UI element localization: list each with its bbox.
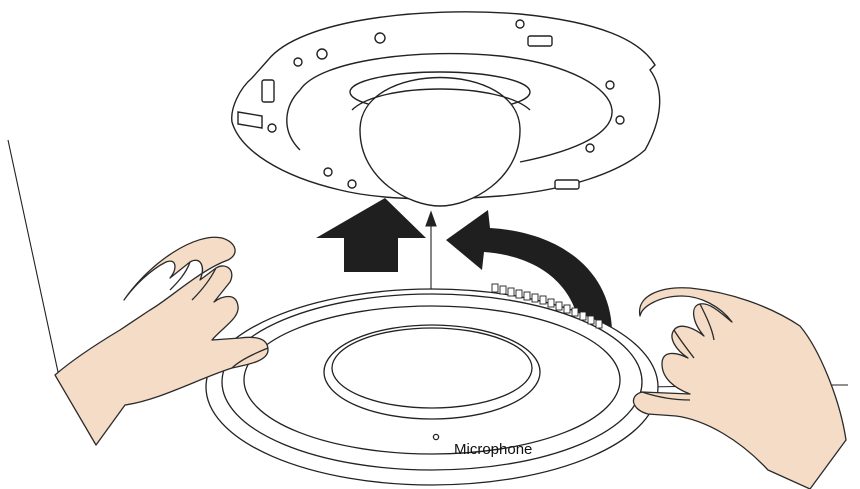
right-hand	[632, 287, 847, 489]
microphone-label: Microphone	[454, 441, 533, 458]
up-arrow-left	[316, 198, 426, 272]
curved-arrow-right	[446, 210, 612, 330]
dome-camera	[349, 71, 531, 207]
vent-slots	[491, 283, 603, 329]
ring-cover	[205, 288, 659, 486]
left-hand	[54, 236, 269, 446]
